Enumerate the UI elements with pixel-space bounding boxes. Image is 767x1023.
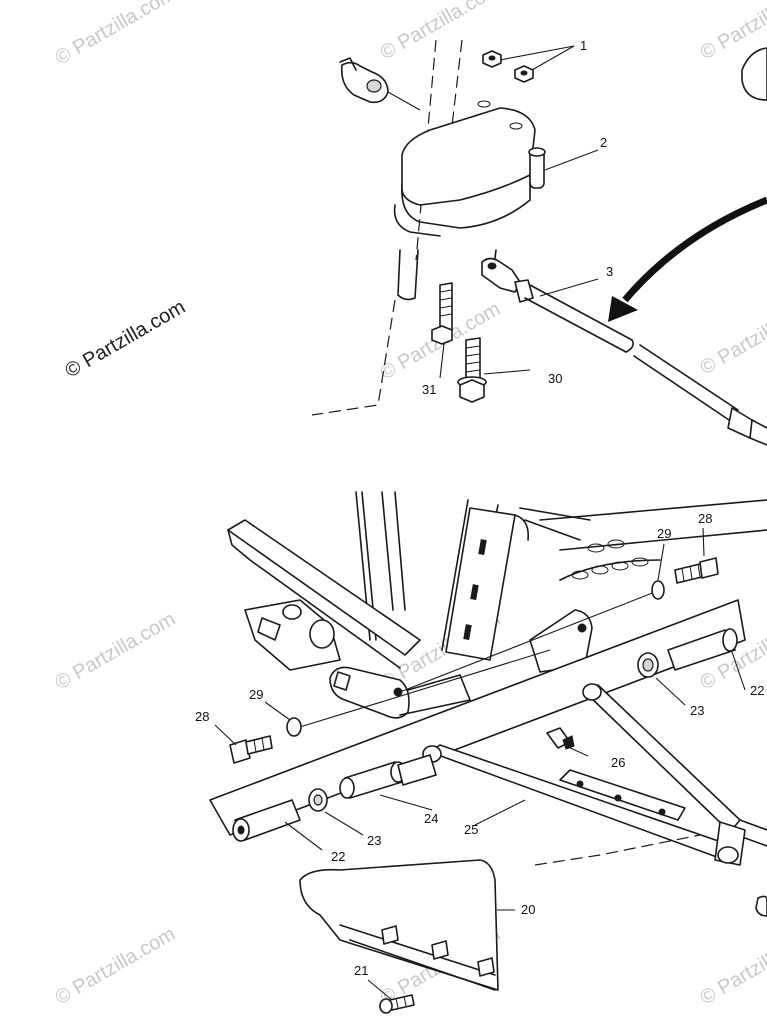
callout-23: 23 <box>690 703 704 718</box>
watermark-faint: © Partzilla.com <box>52 923 180 1009</box>
callout-1: 1 <box>580 38 587 53</box>
watermark-faint: © Partzilla.com <box>697 293 767 379</box>
steering-post-assembly <box>311 39 767 446</box>
callout-22: 22 <box>750 683 764 698</box>
callout-labels: 1 2 3 30 31 29 28 29 28 22 23 26 24 25 2… <box>195 38 764 978</box>
callout-25: 25 <box>464 822 478 837</box>
callout-29: 29 <box>249 687 263 702</box>
callout-28: 28 <box>698 511 712 526</box>
callout-23: 23 <box>367 833 381 848</box>
callout-2: 2 <box>600 135 607 150</box>
callout-3: 3 <box>606 264 613 279</box>
callout-28: 28 <box>195 709 209 724</box>
callout-26: 26 <box>611 755 625 770</box>
callout-31: 31 <box>422 382 436 397</box>
leader-lines <box>214 45 746 1001</box>
watermark-main: © Partzilla.com <box>62 296 190 382</box>
a-arm-frame-assembly <box>209 491 767 1014</box>
callout-29: 29 <box>657 526 671 541</box>
callout-30: 30 <box>548 371 562 386</box>
callout-21: 21 <box>354 963 368 978</box>
watermark-faint: © Partzilla.com <box>52 0 180 69</box>
watermark-faint: © Partzilla.com <box>52 608 180 694</box>
callout-20: 20 <box>521 902 535 917</box>
watermark-faint: © Partzilla.com <box>697 923 767 1009</box>
callout-24: 24 <box>424 811 438 826</box>
callout-22: 22 <box>331 849 345 864</box>
